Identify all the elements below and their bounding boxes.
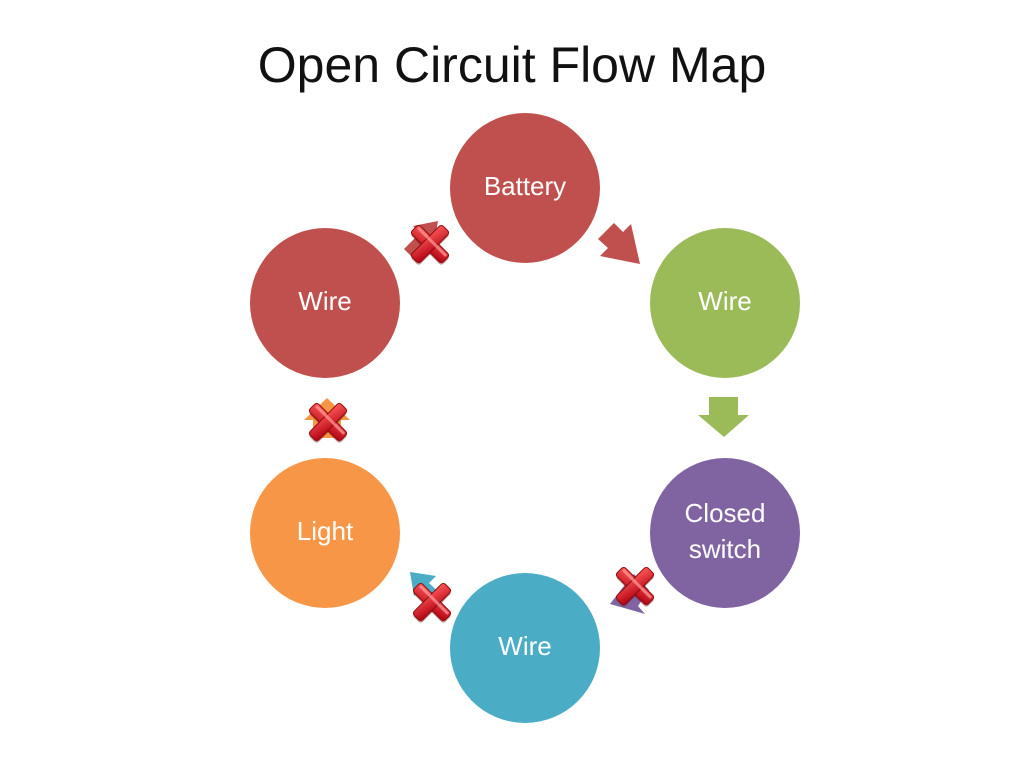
node-label: Light [297,516,354,546]
connector-wire-right-to-closed-switch [698,397,749,437]
node-label: Wire [298,286,351,316]
node-label: Wire [498,631,551,661]
node-battery: Battery [450,113,600,263]
connector-light-to-wire-left [304,398,352,446]
connector-battery-to-wire-right [598,223,640,264]
arrow-wire-right-to-closed-switch [698,397,749,437]
node-wire-right: Wire [650,228,800,378]
connector-closed-switch-to-wire-bottom [610,562,659,614]
node-label: Wire [698,286,751,316]
arrow-battery-to-wire-right [598,223,640,264]
node-light: Light [250,458,400,608]
slide-title: Open Circuit Flow Map [257,37,767,93]
node-label-line-1: Closed [685,498,766,528]
node-label-line-2: switch [689,534,761,564]
connector-wire-bottom-to-light [408,572,456,626]
node-closed-switch: Closed switch [650,458,800,608]
connector-wire-left-to-battery [404,220,454,268]
node-wire-left: Wire [250,228,400,378]
break-x-icon [406,220,454,268]
node-wire-bottom: Wire [450,573,600,723]
node-label: Battery [484,171,566,201]
